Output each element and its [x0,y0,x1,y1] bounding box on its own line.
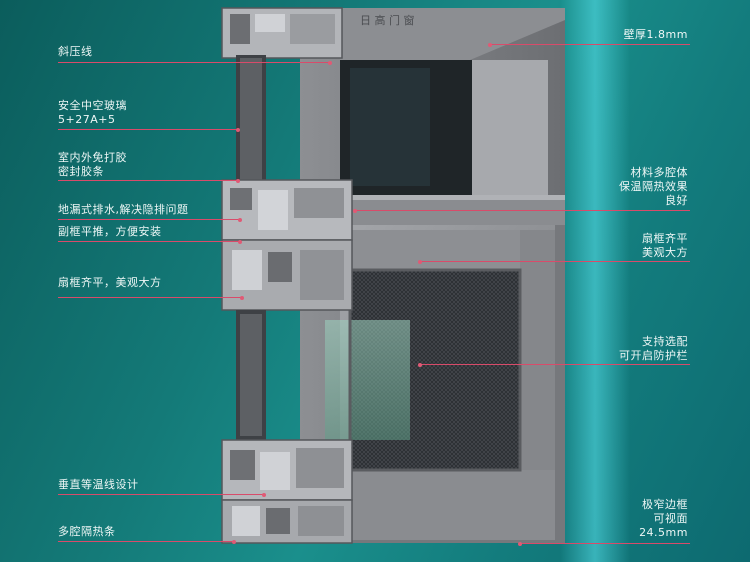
leader-dot [418,362,422,367]
leader-dot [488,42,492,47]
top-frame-face [300,8,565,60]
leader-line-3 [58,180,238,181]
label-line: 可开启防护栏 [619,349,688,362]
label-isotherm: 垂直等温线设计 [58,478,139,492]
leader-line-r2 [355,210,690,211]
upper-reveal [470,60,548,195]
leader-line-1 [58,62,330,63]
leader-line-r5 [520,543,690,544]
label-narrow-frame: 极窄边框 可视面 24.5mm [639,498,688,540]
label-line: 支持选配 [642,335,688,348]
label-drainage: 地漏式排水,解决隐排问题 [58,203,189,217]
label-line: 24.5mm [639,526,688,539]
leader-dot [236,127,240,132]
background-glow [560,0,630,562]
leader-dot [262,492,266,497]
label-slant-bead: 斜压线 [58,45,93,59]
label-line: 扇框齐平 [642,232,688,245]
label-line: 地漏式排水,解决隐排问题 [58,203,189,216]
leader-line-2 [58,129,238,130]
profile-cross-section [221,7,353,544]
leader-dot [240,295,244,300]
leader-dot [238,217,242,222]
label-line: 良好 [665,194,688,207]
label-line: 密封胶条 [58,165,104,178]
label-line: 斜压线 [58,45,93,58]
leader-line-5 [58,241,240,242]
label-line: 材料多腔体 [630,166,688,179]
label-seal-strip: 室内外免打胶 密封胶条 [58,151,127,179]
leader-line-r4 [420,364,690,365]
label-line: 可视面 [653,512,688,525]
leader-line-7 [58,494,264,495]
label-line: 垂直等温线设计 [58,478,139,491]
label-multi-cavity: 材料多腔体 保温隔热效果 良好 [619,166,688,208]
label-line: 安全中空玻璃 [58,99,127,112]
label-safety-glass: 安全中空玻璃 5+27A+5 [58,99,127,127]
leader-dot [232,539,236,544]
label-guardrail: 支持选配 可开启防护栏 [619,335,688,363]
label-line: 极窄边框 [642,498,688,511]
label-line: 室内外免打胶 [58,151,127,164]
label-line: 壁厚1.8mm [623,28,688,41]
lower-glass [325,320,410,440]
label-flush-sash: 扇框齐平，美观大方 [58,276,162,290]
leader-line-4 [58,219,240,220]
leader-dot [418,259,422,264]
label-line: 扇框齐平，美观大方 [58,276,162,289]
label-line: 美观大方 [642,246,688,259]
label-line: 保温隔热效果 [619,180,688,193]
label-line: 多腔隔热条 [58,525,116,538]
brand-logo: 日 高 门 窗 [360,13,415,27]
leader-dot [238,239,242,244]
leader-line-r3 [420,261,690,262]
label-thermal-strip: 多腔隔热条 [58,525,116,539]
label-subframe: 副框平推，方便安装 [58,225,162,239]
label-line: 副框平推，方便安装 [58,225,162,238]
label-flush-frame: 扇框齐平 美观大方 [642,232,688,260]
leader-dot [518,541,522,546]
leader-dot [236,178,240,183]
leader-dot [328,60,332,65]
label-line: 5+27A+5 [58,113,116,126]
leader-line-r1 [490,44,690,45]
label-wall-thickness: 壁厚1.8mm [624,28,688,42]
leader-line-8 [58,541,234,542]
leader-dot [353,208,357,213]
leader-line-6 [58,297,242,298]
